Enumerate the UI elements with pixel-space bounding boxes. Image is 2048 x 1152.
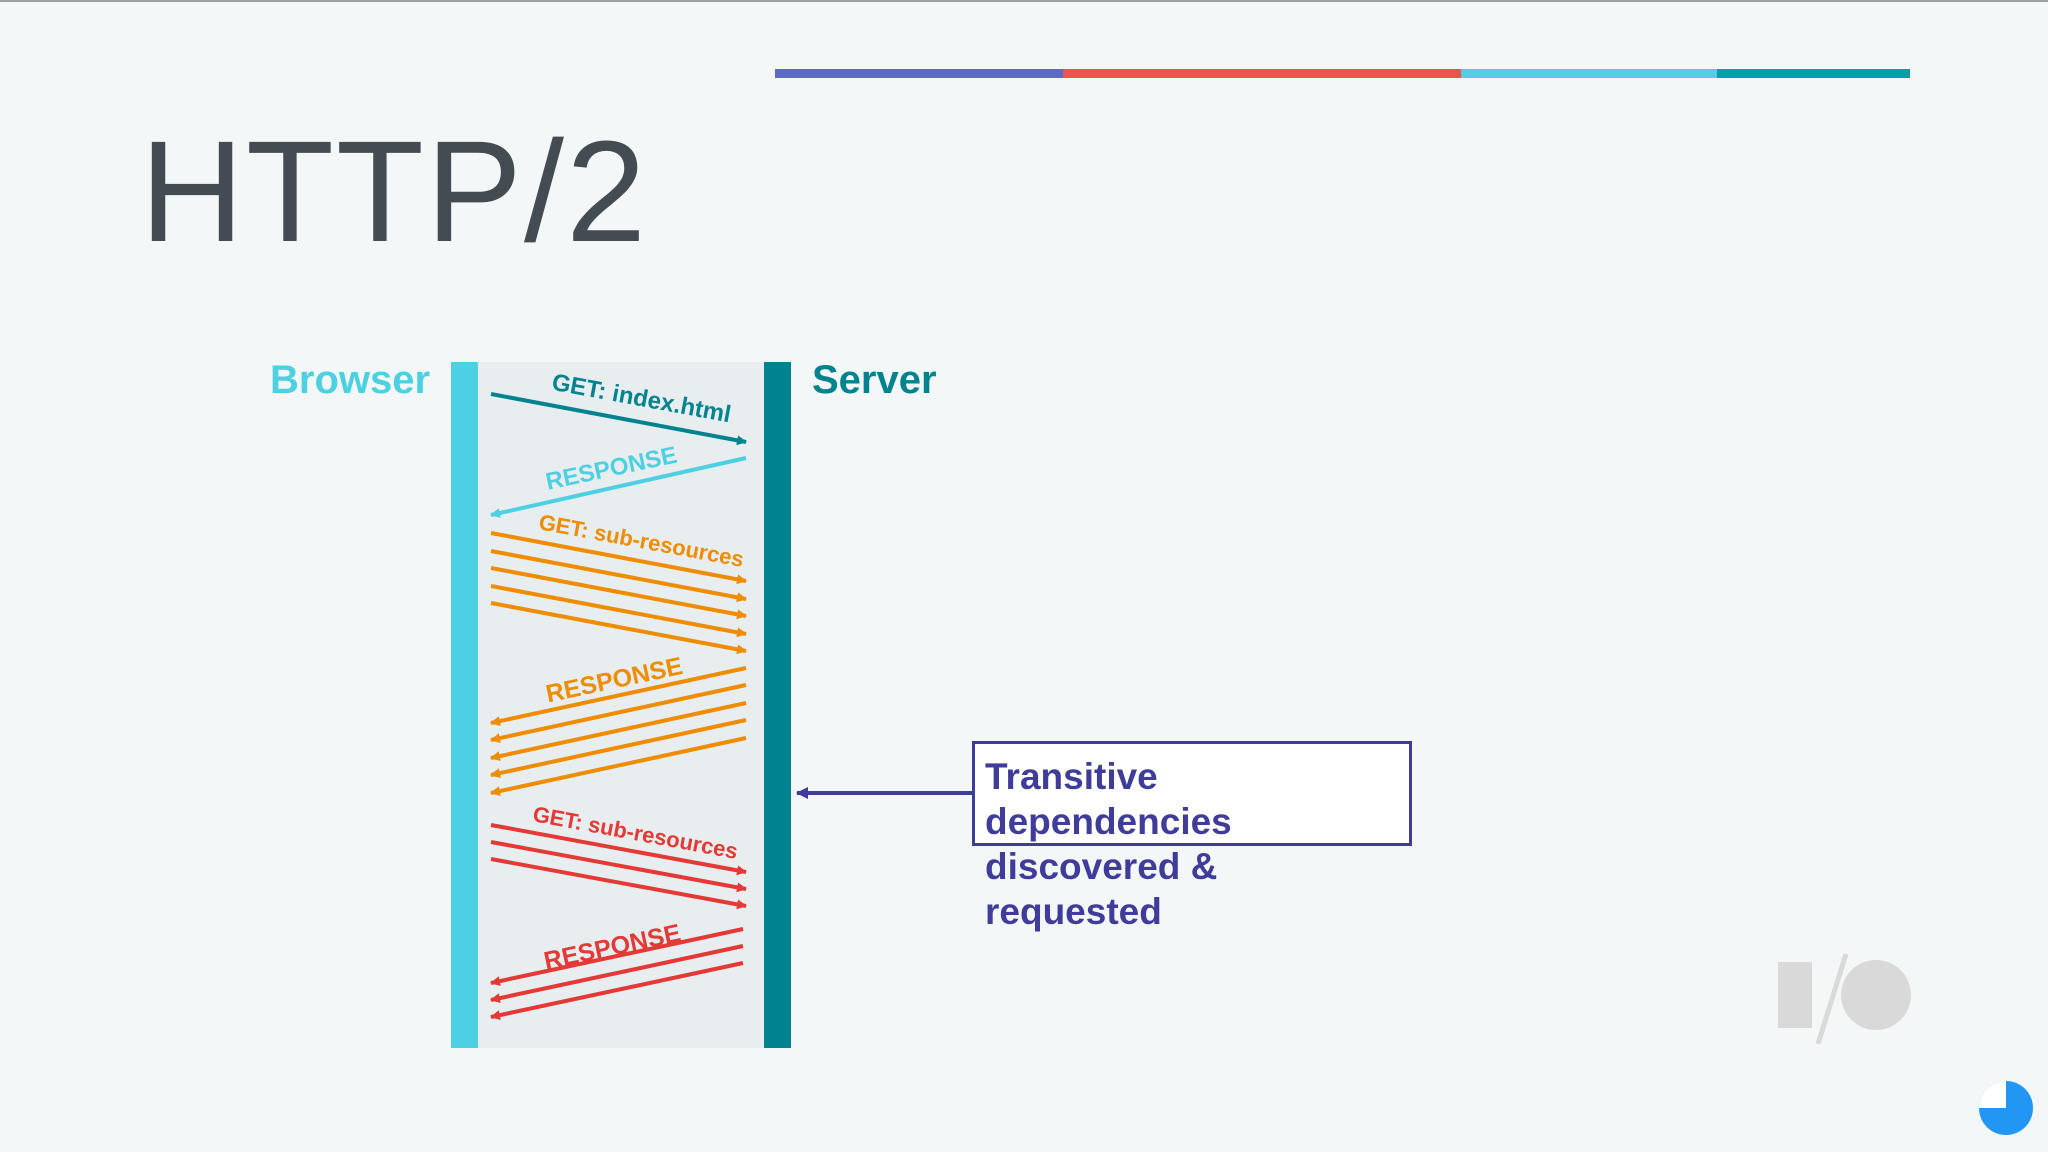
arrow-get-index xyxy=(490,392,747,446)
arrow-get-sub-1c xyxy=(490,566,747,620)
arrow-response-index xyxy=(490,456,747,518)
server-label: Server xyxy=(812,358,937,402)
callout-line-1: Transitive dependencies xyxy=(985,756,1232,842)
slide-title: HTTP/2 xyxy=(140,111,649,272)
arrow-get-sub-2c xyxy=(490,857,747,910)
arrow-get-sub-2a xyxy=(490,823,747,876)
arrow-response-1b xyxy=(490,683,747,743)
stripe-teal xyxy=(1717,69,1910,78)
progress-timer-icon[interactable] xyxy=(1976,1078,2036,1138)
arrow-response-1d xyxy=(490,718,747,778)
google-io-logo-icon xyxy=(1778,954,1911,1044)
arrow-get-sub-1e xyxy=(490,601,747,655)
arrow-get-sub-1d xyxy=(490,584,747,638)
browser-label: Browser xyxy=(270,358,431,402)
callout-box: Transitive dependencies discovered & req… xyxy=(972,741,1412,932)
callout-line-2: discovered & requested xyxy=(985,846,1218,932)
stripe-indigo xyxy=(775,69,1063,78)
arrow-response-2a xyxy=(490,927,744,987)
stripe-red xyxy=(1063,69,1461,78)
arrow-get-sub-2b xyxy=(490,840,747,893)
arrow-response-1e xyxy=(490,736,747,796)
top-border xyxy=(0,0,2048,2)
arrow-response-1c xyxy=(490,701,747,761)
arrow-response-2b xyxy=(490,944,744,1004)
arrow-response-1a xyxy=(490,666,747,726)
arrow-get-sub-1a xyxy=(490,531,747,585)
arrow-response-2c xyxy=(490,961,744,1021)
arrow-get-sub-1b xyxy=(490,549,747,603)
browser-lifeline xyxy=(451,362,478,1048)
server-lifeline xyxy=(764,362,791,1048)
stripe-cyan xyxy=(1461,69,1717,78)
